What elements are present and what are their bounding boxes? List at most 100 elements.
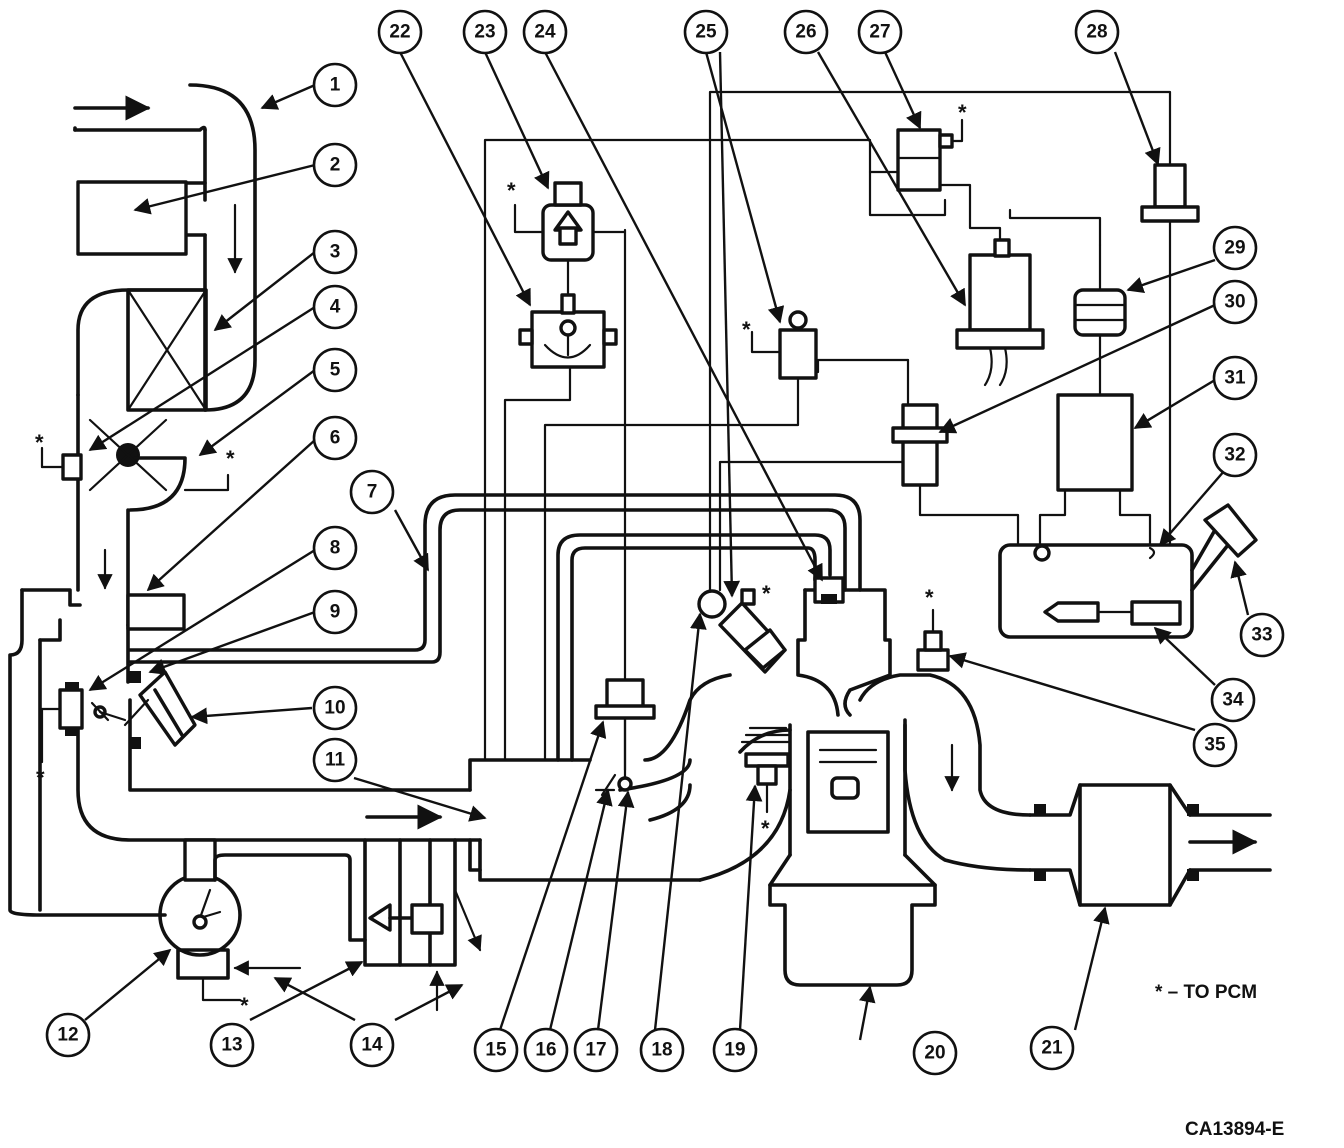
callout-16: 16 [523, 1027, 569, 1073]
callout-33: 33 [1239, 612, 1285, 658]
callout-13: 13 [209, 1022, 255, 1068]
svg-text:33: 33 [1251, 625, 1272, 646]
svg-text:31: 31 [1224, 368, 1246, 389]
fuel-tank [998, 503, 1258, 639]
leader-lines [84, 51, 1250, 1041]
throttle-position-sensor [594, 773, 633, 797]
vacuum-sensor-30 [891, 403, 949, 487]
pcm-legend: * – TO PCM [1155, 982, 1257, 1003]
vacuum-line [128, 493, 862, 664]
evap-canister [1056, 393, 1134, 492]
svg-text:*: * [240, 993, 249, 1018]
air-cleaner-box [76, 180, 188, 256]
engine-cylinder [768, 723, 937, 887]
svg-text:29: 29 [1224, 238, 1245, 259]
intake-flow-arrows [73, 95, 443, 830]
air-temp-sensor [88, 418, 168, 492]
svg-text:11: 11 [325, 750, 346, 771]
callout-20: 20 [912, 1030, 958, 1076]
svg-text:18: 18 [651, 1040, 672, 1061]
svg-text:6: 6 [330, 428, 341, 449]
callout-21: 21 [1029, 1025, 1075, 1071]
idle-air-control-valve [40, 682, 127, 764]
svg-text:34: 34 [1222, 690, 1244, 711]
callout-34: 34 [1210, 677, 1256, 723]
svg-text:19: 19 [724, 1040, 745, 1061]
callout-32: 32 [1212, 432, 1258, 478]
mass-air-flow-sensor [40, 446, 83, 481]
callout-3: 3 [312, 229, 358, 275]
svg-text:10: 10 [324, 698, 345, 719]
svg-text:30: 30 [1224, 292, 1245, 313]
svg-text:28: 28 [1086, 22, 1107, 43]
callout-23: 23 [462, 9, 508, 55]
callout-1: 1 [312, 62, 358, 108]
pressure-sensor-28 [1140, 163, 1200, 223]
svg-text:24: 24 [534, 22, 556, 43]
vacuum-solenoid-27 [868, 118, 964, 192]
callout-10: 10 [312, 685, 358, 731]
callout-9: 9 [312, 589, 358, 635]
air-filter-element [76, 288, 208, 412]
callout-22: 22 [377, 9, 423, 55]
svg-text:7: 7 [367, 482, 378, 503]
callout-11: 11 [312, 737, 358, 783]
throttle-plate-solenoid [123, 670, 197, 749]
svg-text:21: 21 [1041, 1038, 1063, 1059]
svg-text:15: 15 [485, 1040, 507, 1061]
pcm-markers: * * * * * * * * * * [35, 100, 967, 1018]
callout-17: 17 [573, 1027, 619, 1073]
control-lines [483, 90, 1172, 772]
callout-4: 4 [312, 284, 358, 330]
svg-text:14: 14 [361, 1035, 383, 1056]
svg-text:23: 23 [474, 22, 495, 43]
svg-text:32: 32 [1224, 445, 1245, 466]
callout-31: 31 [1212, 355, 1258, 401]
callout-5: 5 [312, 347, 358, 393]
svg-text:17: 17 [585, 1040, 606, 1061]
egr-vacuum-regulator [518, 293, 618, 369]
svg-text:16: 16 [535, 1040, 556, 1061]
svg-text:9: 9 [330, 602, 341, 623]
purge-solenoid [955, 238, 1045, 387]
svg-text:20: 20 [924, 1043, 945, 1064]
vapor-filter-29 [1073, 288, 1127, 337]
svg-text:27: 27 [869, 22, 890, 43]
svg-text:12: 12 [57, 1025, 78, 1046]
svg-text:*: * [226, 446, 235, 471]
callout-18: 18 [639, 1027, 685, 1073]
cylinder-head [796, 576, 892, 717]
svg-text:35: 35 [1204, 735, 1226, 756]
intake-tube [76, 393, 702, 882]
egr-valve [594, 678, 656, 782]
svg-text:*: * [35, 430, 44, 455]
callout-27: 27 [857, 9, 903, 55]
svg-text:*: * [762, 581, 771, 606]
callout-35: 35 [1192, 722, 1238, 768]
egr-pressure-sensor [513, 181, 627, 297]
fuel-injector [697, 588, 787, 674]
callout-8: 8 [312, 525, 358, 571]
catalytic-converter [1028, 783, 1272, 907]
callout-14: 14 [349, 1022, 395, 1068]
callout-7: 7 [349, 469, 395, 515]
callout-19: 19 [712, 1027, 758, 1073]
callout-12: 12 [45, 1012, 91, 1058]
figure-id: CA13894-E [1185, 1119, 1284, 1140]
vacuum-sensor-25 [750, 310, 818, 380]
callout-24: 24 [522, 9, 568, 55]
callout-25: 25 [683, 9, 729, 55]
callout-29: 29 [1212, 225, 1258, 271]
svg-text:*: * [761, 816, 770, 841]
svg-text:*: * [507, 178, 516, 203]
svg-text:1: 1 [330, 75, 341, 96]
svg-text:*: * [36, 765, 45, 790]
air-diverter-valve [363, 838, 482, 1012]
callout-2: 2 [312, 142, 358, 188]
svg-text:*: * [925, 585, 934, 610]
vane-air-bypass [128, 456, 230, 512]
svg-text:4: 4 [330, 297, 341, 318]
svg-text:*: * [958, 100, 967, 125]
oil-pan [768, 883, 937, 987]
